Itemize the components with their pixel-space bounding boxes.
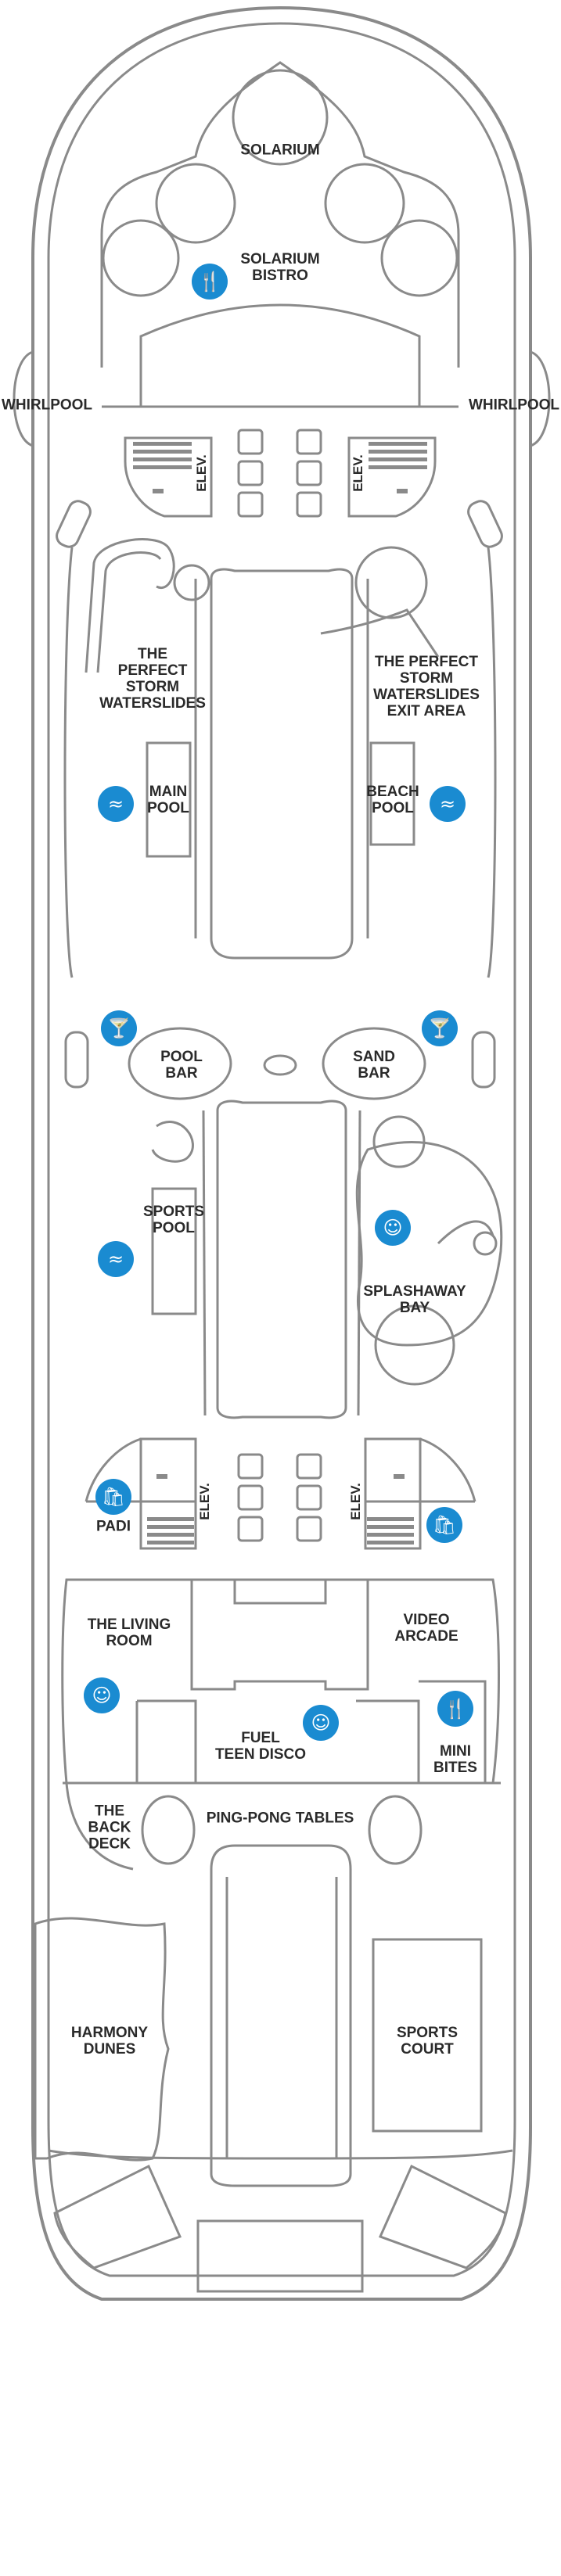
kids-icon: ☺: [84, 1677, 120, 1713]
ping-pong-tables-label: PING-PONG TABLES: [206, 1810, 354, 1827]
elevator-fwd-right-label: ELEV.: [351, 454, 365, 492]
solarium-label: SOLARIUM: [240, 142, 320, 159]
beach-pool-label: BEACH POOL: [366, 784, 419, 816]
sand-bar-label: SAND BAR: [353, 1049, 395, 1082]
elevator-aft-left-label: ELEV.: [197, 1483, 212, 1520]
pool-icon: ≈: [98, 1241, 134, 1277]
splashaway-bay-label: SPLASHAWAY BAY: [363, 1283, 466, 1316]
harmony-dunes-label: HARMONY DUNES: [70, 2025, 149, 2058]
solarium-bistro-label: SOLARIUM BISTRO: [240, 251, 320, 284]
shop-icon: 🛍: [95, 1479, 131, 1515]
pool-icon: ≈: [98, 786, 134, 822]
mini-bites-label: MINI BITES: [433, 1743, 477, 1776]
fuel-teen-disco-label: FUEL TEEN DISCO: [214, 1730, 307, 1763]
main-pool-label: MAIN POOL: [147, 784, 189, 816]
padi-label: PADI: [96, 1518, 131, 1535]
waterslides-label: THE PERFECT STORM WATERSLIDES: [99, 646, 206, 712]
kids-icon: ☺: [375, 1210, 411, 1246]
solarium-outline: [100, 61, 460, 368]
elevator-fwd-left-label: ELEV.: [194, 454, 209, 492]
dining-icon: 🍴: [437, 1691, 473, 1727]
elevator-aft-right-label: ELEV.: [348, 1483, 363, 1520]
living-room-label: THE LIVING ROOM: [87, 1616, 171, 1649]
back-deck-label: THE BACK DECK: [88, 1803, 131, 1853]
sports-court-label: SPORTS COURT: [396, 2025, 459, 2058]
dining-icon: 🍴: [192, 264, 228, 300]
shop-icon: 🛍: [426, 1507, 462, 1543]
waterslides-exit-label: THE PERFECT STORM WATERSLIDES EXIT AREA: [373, 654, 480, 719]
cocktail-icon: 🍸: [422, 1010, 458, 1046]
video-arcade-label: VIDEO ARCADE: [394, 1612, 459, 1645]
cocktail-icon: 🍸: [101, 1010, 137, 1046]
sports-pool-label: SPORTS POOL: [142, 1204, 205, 1236]
hull-outline: [31, 5, 532, 2301]
whirlpool-right-label: WHIRLPOOL: [468, 396, 560, 414]
pool-icon: ≈: [430, 786, 466, 822]
pool-bar-label: POOL BAR: [160, 1049, 203, 1082]
whirlpool-left-label: WHIRLPOOL: [1, 396, 93, 414]
kids-icon: ☺: [303, 1705, 339, 1741]
hull-inner: [47, 22, 516, 2277]
